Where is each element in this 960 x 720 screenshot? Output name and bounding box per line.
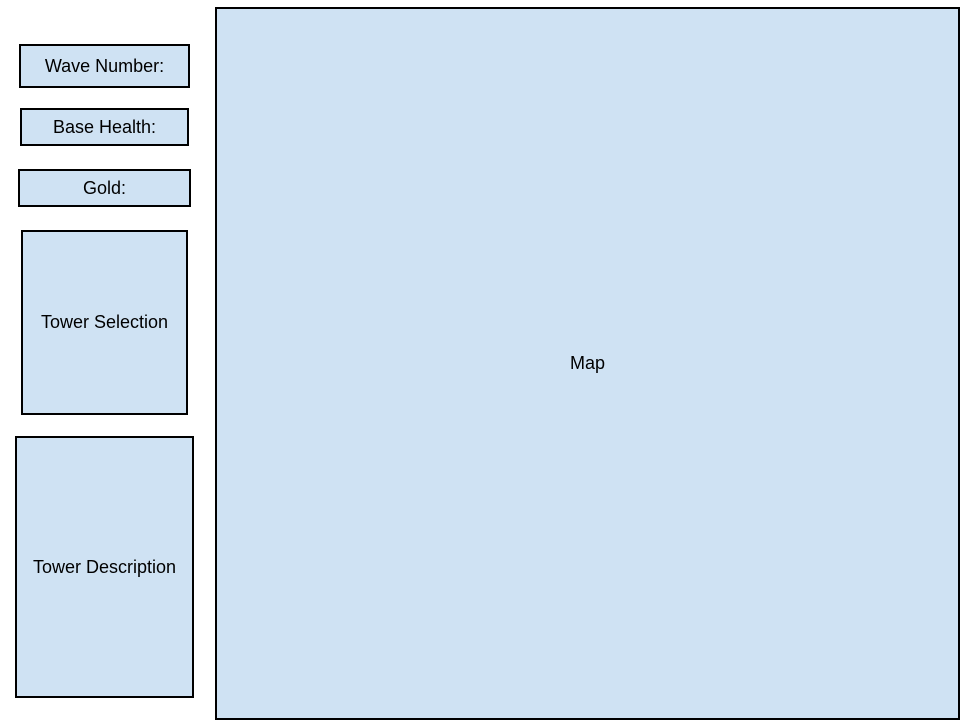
- tower-description-label: Tower Description: [32, 556, 177, 577]
- gold-label: Gold:: [82, 177, 127, 198]
- base-health-label: Base Health:: [52, 116, 157, 137]
- map-area[interactable]: Map: [215, 7, 960, 720]
- gold-panel: Gold:: [18, 169, 191, 207]
- base-health-panel: Base Health:: [20, 108, 189, 146]
- tower-description-panel: Tower Description: [15, 436, 194, 698]
- map-label: Map: [569, 353, 605, 373]
- wave-number-panel: Wave Number:: [19, 44, 190, 88]
- wave-number-label: Wave Number:: [44, 55, 165, 76]
- tower-selection-label: Tower Selection: [40, 312, 169, 332]
- tower-selection-panel[interactable]: Tower Selection: [21, 230, 188, 415]
